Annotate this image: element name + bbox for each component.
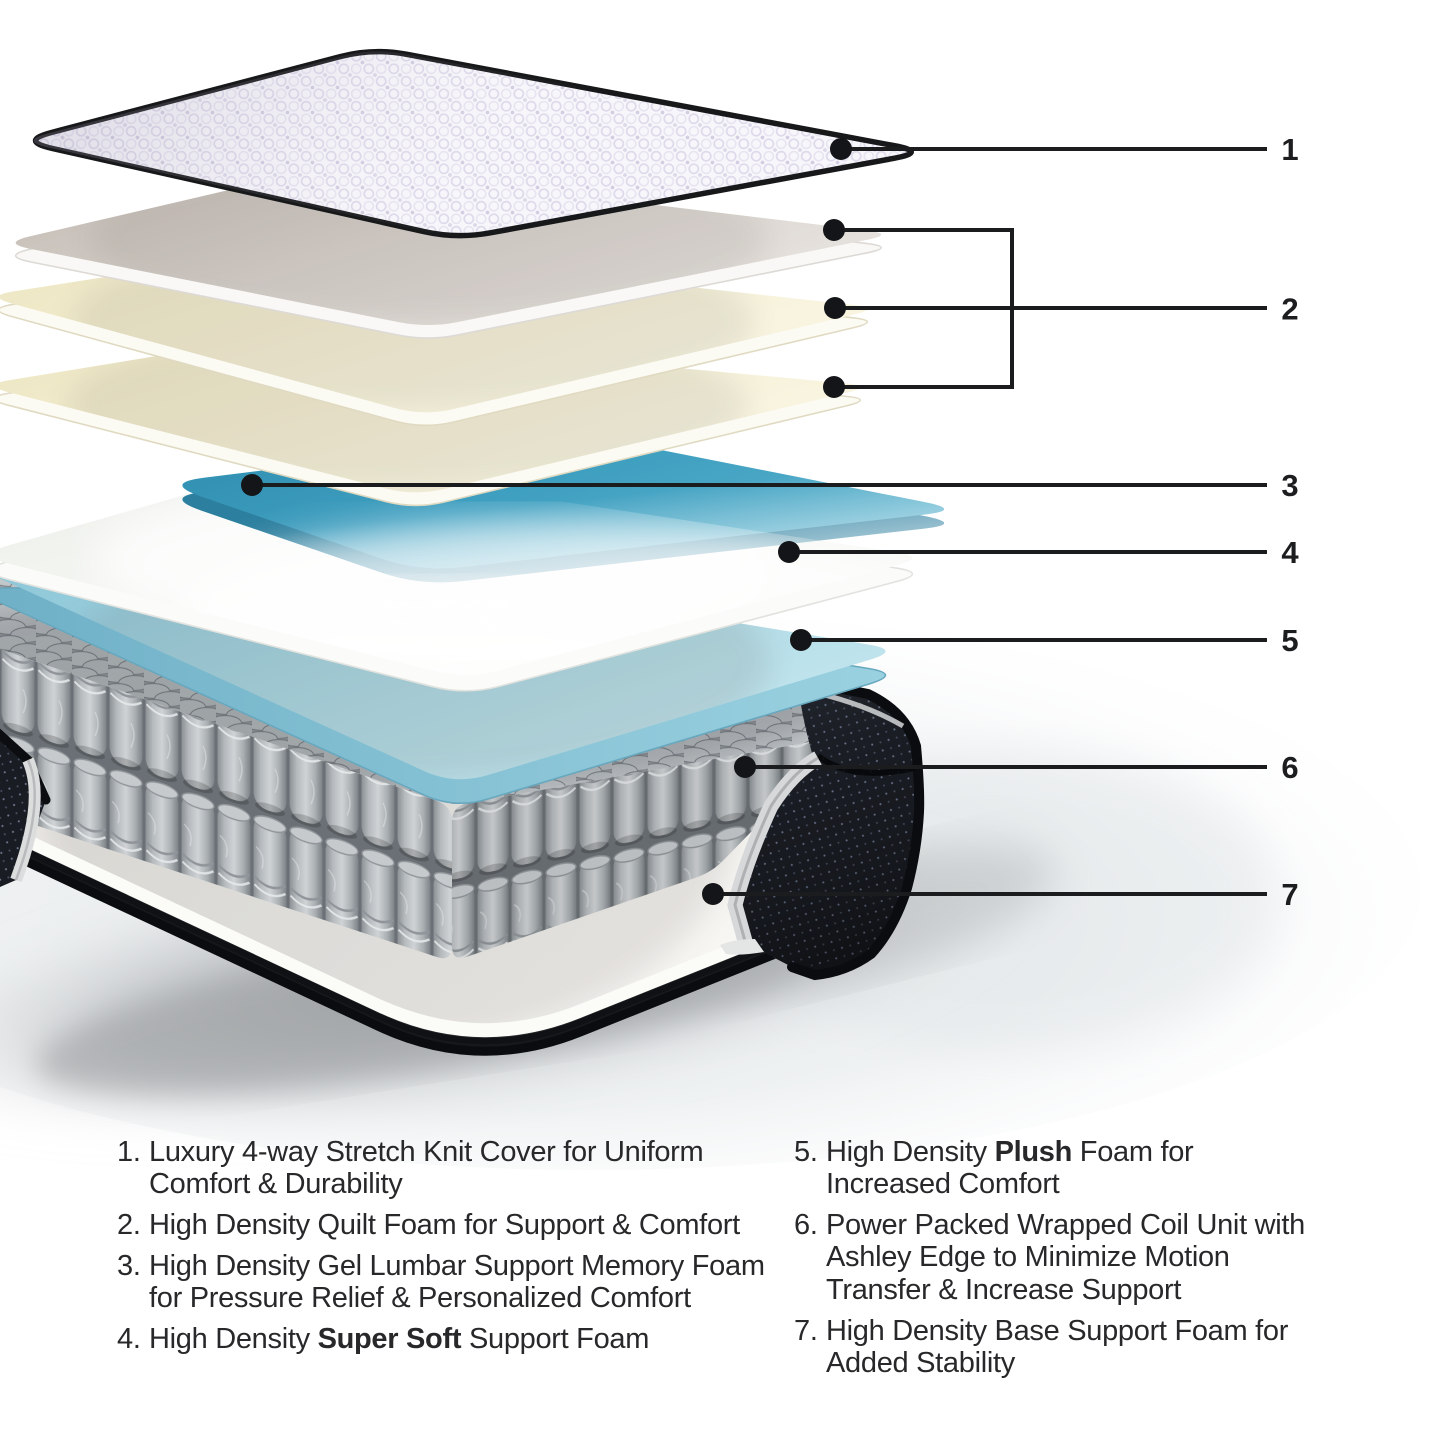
callout-number-5: 5 [1281,623,1298,658]
callout-3: 3 [241,468,1299,503]
legend-item-number: 2. [117,1208,141,1241]
edge-fabric-right [720,675,925,981]
callout-dot-6 [734,756,756,778]
callout-5: 5 [790,623,1299,658]
legend-item-number: 5. [794,1135,818,1168]
stretch-knit-cover-layer [32,48,915,239]
legend-item-3: 3.High Density Gel Lumbar Support Memory… [117,1250,777,1315]
legend-item-number: 7. [794,1314,818,1347]
callout-number-2: 2 [1281,292,1298,327]
callout-number-4: 4 [1281,535,1299,570]
callout-dot-5 [790,629,812,651]
legend-column-left: 1.Luxury 4-way Stretch Knit Cover for Un… [117,1136,777,1356]
legend-item-4: 4.High Density Super Soft Support Foam [117,1323,777,1355]
legend-item-text: Luxury 4-way Stretch Knit Cover for Unif… [149,1135,704,1200]
callout-2: 2 [823,219,1299,398]
callout-7: 7 [702,877,1299,912]
callouts: 1 2 3 4 5 6 7 [241,132,1299,912]
callout-number-6: 6 [1281,750,1298,785]
legend-item-number: 6. [794,1208,818,1241]
callout-dot-4 [778,541,800,563]
legend-item-text: High Density Super Soft Support Foam [149,1323,650,1356]
legend-item-number: 3. [117,1249,141,1282]
callout-number-7: 7 [1281,877,1298,912]
legend-item-1: 1.Luxury 4-way Stretch Knit Cover for Un… [117,1136,777,1201]
callout-dot-2 [823,219,845,241]
callout-dot-2 [823,376,845,398]
callout-6: 6 [734,750,1299,785]
legend-item-text: High Density Gel Lumbar Support Memory F… [149,1249,765,1315]
edge-fabric-left [0,728,51,888]
callout-4: 4 [778,535,1299,570]
callout-dot-2 [824,297,846,319]
callout-dot-3 [241,474,263,496]
legend-item-number: 1. [117,1135,141,1168]
callout-number-1: 1 [1281,132,1298,167]
legend-item-number: 4. [117,1323,141,1356]
callout-1: 1 [830,132,1299,167]
callout-dot-7 [702,883,724,905]
callout-number-3: 3 [1281,468,1298,503]
legend-item-2: 2.High Density Quilt Foam for Support & … [117,1209,777,1241]
callout-dot-1 [830,138,852,160]
legend-item-text: High Density Quilt Foam for Support & Co… [149,1208,740,1241]
